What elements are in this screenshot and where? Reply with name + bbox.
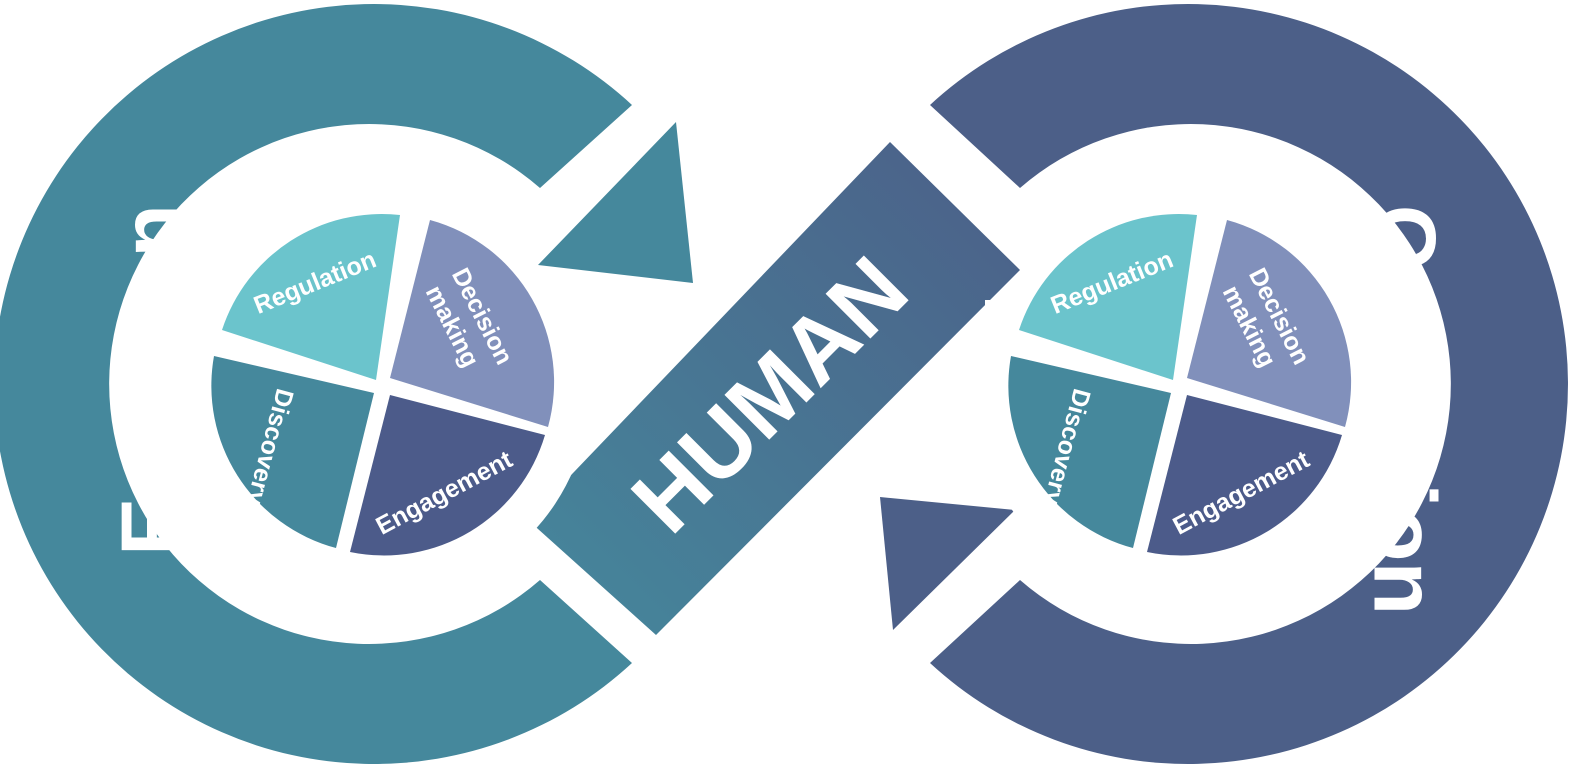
right-seg-decision — [1187, 220, 1352, 427]
emotion-arrow-head — [538, 122, 693, 283]
left-seg-engagement — [350, 395, 545, 556]
human-band-shape — [528, 142, 1020, 635]
cognition-ring — [930, 4, 1568, 764]
left-seg-regulation — [222, 214, 400, 380]
left-wheel: Regulation Decision making Discovery Eng… — [160, 177, 591, 600]
cognition-arrow-head — [880, 497, 1015, 630]
emotion-ring — [0, 4, 632, 764]
left-seg-decision — [390, 220, 555, 427]
left-seg-discovery — [211, 356, 374, 548]
right-wheel: Regulation Decision making Discovery Eng… — [972, 177, 1393, 598]
cognition-loop: Cognition — [880, 4, 1568, 764]
right-seg-regulation — [1019, 214, 1197, 380]
right-seg-engagement — [1147, 395, 1342, 556]
right-seg-discovery — [1008, 356, 1171, 548]
